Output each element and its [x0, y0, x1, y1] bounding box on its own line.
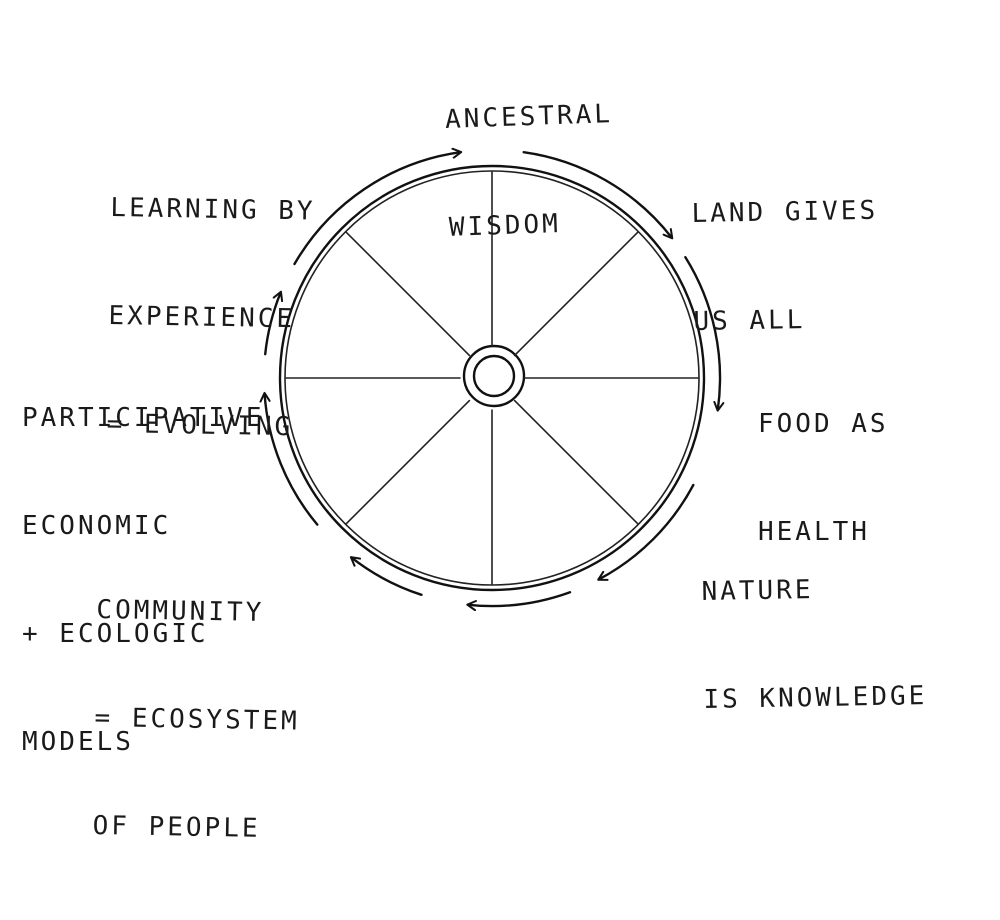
label-line: ECONOMIC: [22, 511, 172, 541]
wheel-rim-inner: [284, 170, 700, 586]
label-line: HEALTH: [758, 517, 870, 547]
cycle-arrow: [468, 591, 572, 606]
label-line: LAND GIVES: [691, 195, 879, 229]
wheel-diagram: ANCESTRAL WISDOM LAND GIVES US ALL FOOD …: [0, 0, 1000, 844]
label-food-as-health: FOOD AS HEALTH: [758, 334, 889, 622]
cycle-arrow: [293, 152, 461, 266]
wheel-rim-outer: [278, 164, 706, 592]
label-line: PARTICIPATIVE: [22, 403, 265, 433]
cycle-arrow: [264, 293, 280, 356]
label-line: + ECOLOGIC: [22, 619, 209, 649]
label-line: = EVOLVING: [106, 408, 294, 443]
wheel-spoke: [345, 399, 471, 525]
label-line: IS KNOWLEDGE: [703, 681, 928, 715]
label-nature-is-knowledge: NATURE IS KNOWLEDGE: [700, 498, 929, 790]
label-learning-by-experience: LEARNING BY EXPERIENCE = EVOLVING: [105, 118, 317, 518]
label-line: NATURE: [701, 575, 814, 607]
wheel-spoke: [513, 231, 639, 357]
wheel-spoke: [513, 399, 639, 525]
label-line: ANCESTRAL: [444, 99, 614, 135]
wheel-hub-outer: [462, 344, 526, 408]
wheel-spokes: [285, 171, 699, 585]
wheel-spoke: [345, 231, 471, 357]
label-line: EXPERIENCE: [108, 300, 296, 335]
cycle-arrow: [684, 256, 720, 410]
label-line: MODELS: [22, 727, 134, 757]
cycle-arrow: [352, 558, 423, 596]
wheel-hub-inner: [472, 354, 516, 398]
cycle-arrows: [265, 152, 720, 606]
label-line: LEARNING BY: [110, 192, 316, 227]
wheel-drawing: [0, 0, 1000, 640]
cycle-arrow: [522, 151, 672, 237]
label-ancestral-wisdom: ANCESTRAL WISDOM: [442, 24, 620, 318]
cycle-arrow: [265, 394, 319, 526]
label-line: WISDOM: [448, 208, 562, 243]
label-line: FOOD AS: [758, 409, 889, 439]
cycle-arrow: [599, 483, 695, 579]
